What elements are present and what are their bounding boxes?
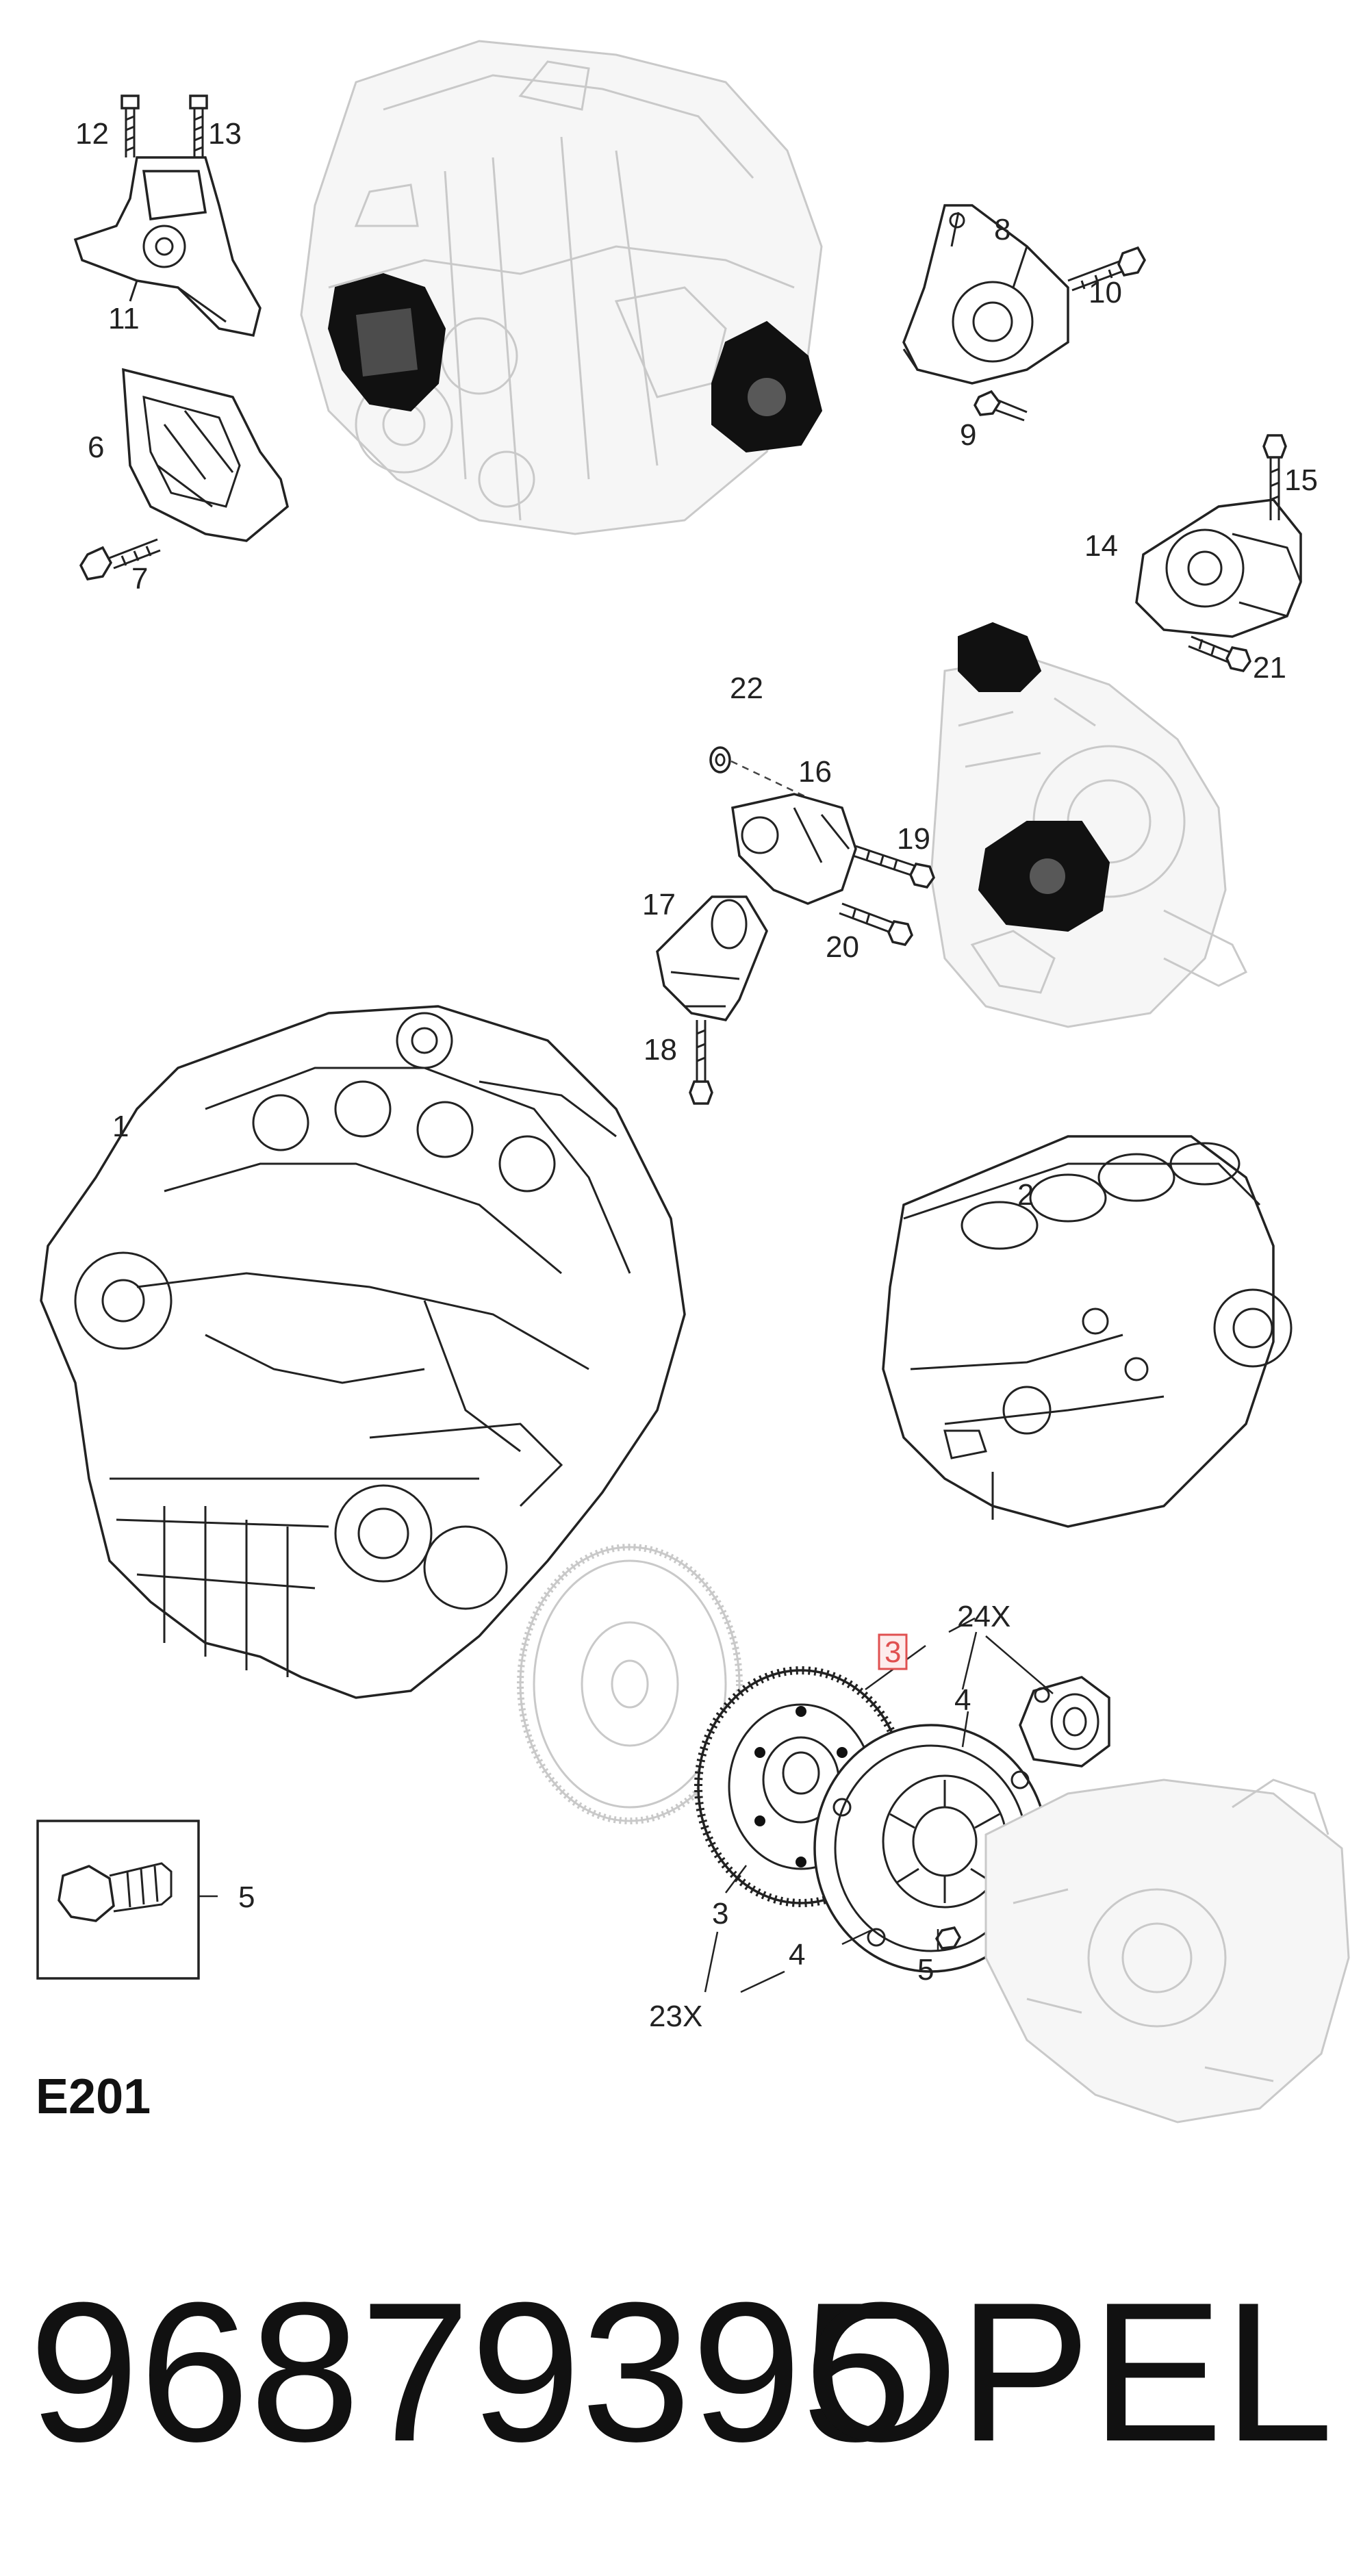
part-7-bolt — [79, 538, 161, 581]
callout-21: 21 — [1253, 651, 1286, 685]
part-number: 96879395 — [29, 2261, 913, 2483]
callout-13: 13 — [208, 117, 242, 151]
brand-name: OPEL — [804, 2261, 1334, 2483]
ghost-transmission-mount-bottom — [978, 821, 1110, 932]
callout-12: 12 — [75, 117, 109, 151]
part-14-mount — [1135, 498, 1302, 638]
part-17-mount — [656, 895, 768, 1021]
callout-3-highlight-box[interactable] — [878, 1633, 908, 1670]
callout-22: 22 — [730, 672, 763, 705]
part-12-bolt — [120, 94, 140, 157]
part-22-washer — [709, 746, 731, 774]
part-19-bolt — [852, 845, 935, 889]
callout-5: 5 — [917, 1953, 934, 1987]
assembly-line-22 — [730, 760, 815, 802]
part-5-detail-box — [36, 1820, 200, 1980]
callout-11: 11 — [108, 302, 140, 335]
part-13-bolt — [189, 94, 208, 157]
leader-lines — [199, 1617, 1054, 1993]
callout-24x: 24X — [957, 1600, 1010, 1633]
group-code: E201 — [36, 2069, 151, 2124]
part-6-bracket — [122, 368, 289, 542]
part-18-bolt — [689, 1020, 713, 1105]
part-16-bracket — [731, 793, 857, 905]
callout-18: 18 — [644, 1033, 677, 1067]
ghost-engine-mount-right — [711, 320, 823, 453]
part-11-mount-bracket — [73, 156, 262, 337]
callout-16: 16 — [798, 755, 832, 789]
callout-17: 17 — [642, 888, 676, 921]
callout-23x: 23X — [649, 2000, 702, 2033]
ghost-engine-mount-left — [327, 272, 446, 412]
callout-1: 1 — [112, 1110, 129, 1143]
callout-2: 2 — [1017, 1178, 1034, 1212]
part-15-bolt — [1262, 434, 1287, 520]
callout-8: 8 — [994, 213, 1010, 246]
callout-5-box: 5 — [238, 1880, 255, 1914]
part-20-bolt — [839, 902, 913, 946]
callout-9: 9 — [960, 418, 976, 452]
callout-4-top: 4 — [954, 1683, 971, 1717]
ghost-gearbox-bottom — [984, 1778, 1350, 2124]
ghost-flywheel — [517, 1544, 743, 1824]
callout-4-bottom: 4 — [789, 1938, 805, 1972]
callout-14: 14 — [1084, 529, 1118, 563]
callout-3: 3 — [712, 1897, 728, 1930]
part-release-bearing — [1019, 1676, 1110, 1768]
part-10-bolt — [1067, 246, 1147, 292]
callout-15: 15 — [1284, 463, 1318, 497]
part-5-small-bolt — [934, 1926, 962, 1950]
callouts: 12 13 11 6 7 8 10 9 15 14 21 22 16 19 17… — [75, 117, 1318, 2033]
callout-10: 10 — [1089, 276, 1122, 309]
callout-7: 7 — [131, 562, 148, 596]
part-2-cylinder-block — [882, 1135, 1293, 1528]
callout-19: 19 — [897, 822, 930, 856]
part-9-bolt — [974, 390, 1028, 422]
part-8-transmission-mount — [902, 204, 1069, 385]
callout-3-highlighted[interactable]: 3 — [885, 1635, 901, 1669]
callout-6: 6 — [88, 431, 104, 464]
ghost-engine-top — [300, 40, 823, 535]
ghost-transmission-mount-top — [958, 622, 1042, 692]
part-21-bolt — [1188, 635, 1251, 672]
callout-20: 20 — [826, 930, 859, 964]
part-1-engine-assembly — [40, 1005, 686, 1699]
